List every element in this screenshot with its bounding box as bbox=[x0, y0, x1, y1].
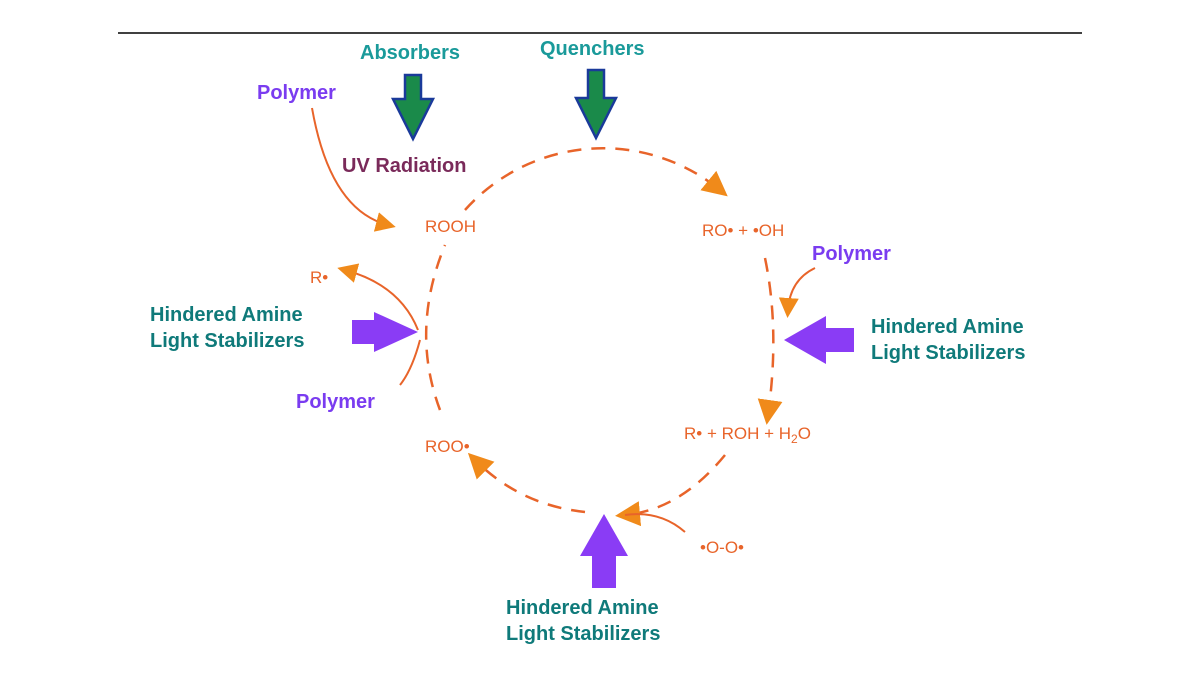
species-rooh: ROOH bbox=[425, 217, 476, 236]
hals-left-line1: Hindered Amine bbox=[150, 304, 303, 326]
hals-right-line2: Light Stabilizers bbox=[871, 342, 1026, 364]
hals-left-label: Hindered Amine Light Stabilizers bbox=[150, 302, 304, 354]
side-reaction-arrows bbox=[311, 107, 816, 533]
hals-right-label: Hindered Amine Light Stabilizers bbox=[871, 314, 1025, 366]
species-r: R• bbox=[310, 268, 329, 287]
hals-right-line1: Hindered Amine bbox=[871, 316, 1024, 338]
species-r-roh-h2o-suffix: O bbox=[797, 424, 811, 443]
species-o2: •O-O• bbox=[700, 538, 745, 557]
polymer-top-left-label: Polymer bbox=[257, 82, 336, 104]
absorbers-arrow-icon bbox=[390, 73, 436, 142]
hals-bottom-arrow-icon bbox=[580, 514, 628, 588]
quenchers-label: Quenchers bbox=[540, 38, 645, 60]
polymer-left-label: Polymer bbox=[296, 391, 375, 413]
hals-bottom-line1: Hindered Amine bbox=[506, 597, 659, 619]
species-r-roh-h2o-main: R• + ROH + H bbox=[684, 424, 792, 443]
degradation-cycle bbox=[424, 147, 783, 527]
hals-bottom-line2: Light Stabilizers bbox=[506, 623, 661, 645]
species-ro-oh: RO• + •OH bbox=[702, 221, 785, 240]
hals-right-arrow-icon bbox=[784, 316, 854, 364]
species-roo: ROO• bbox=[425, 437, 470, 456]
uv-radiation-label: UV Radiation bbox=[342, 155, 467, 177]
hals-left-arrow-icon bbox=[352, 312, 418, 352]
species-r-roh-h2o-sub: 2 bbox=[791, 432, 798, 446]
quenchers-arrow-icon bbox=[573, 68, 619, 141]
hals-bottom-label: Hindered Amine Light Stabilizers bbox=[506, 595, 660, 647]
hals-left-line2: Light Stabilizers bbox=[150, 330, 305, 352]
absorbers-label: Absorbers bbox=[360, 42, 461, 64]
polymer-right-label: Polymer bbox=[812, 243, 891, 265]
species-r-roh-h2o: R• + ROH + H2O bbox=[684, 424, 811, 446]
